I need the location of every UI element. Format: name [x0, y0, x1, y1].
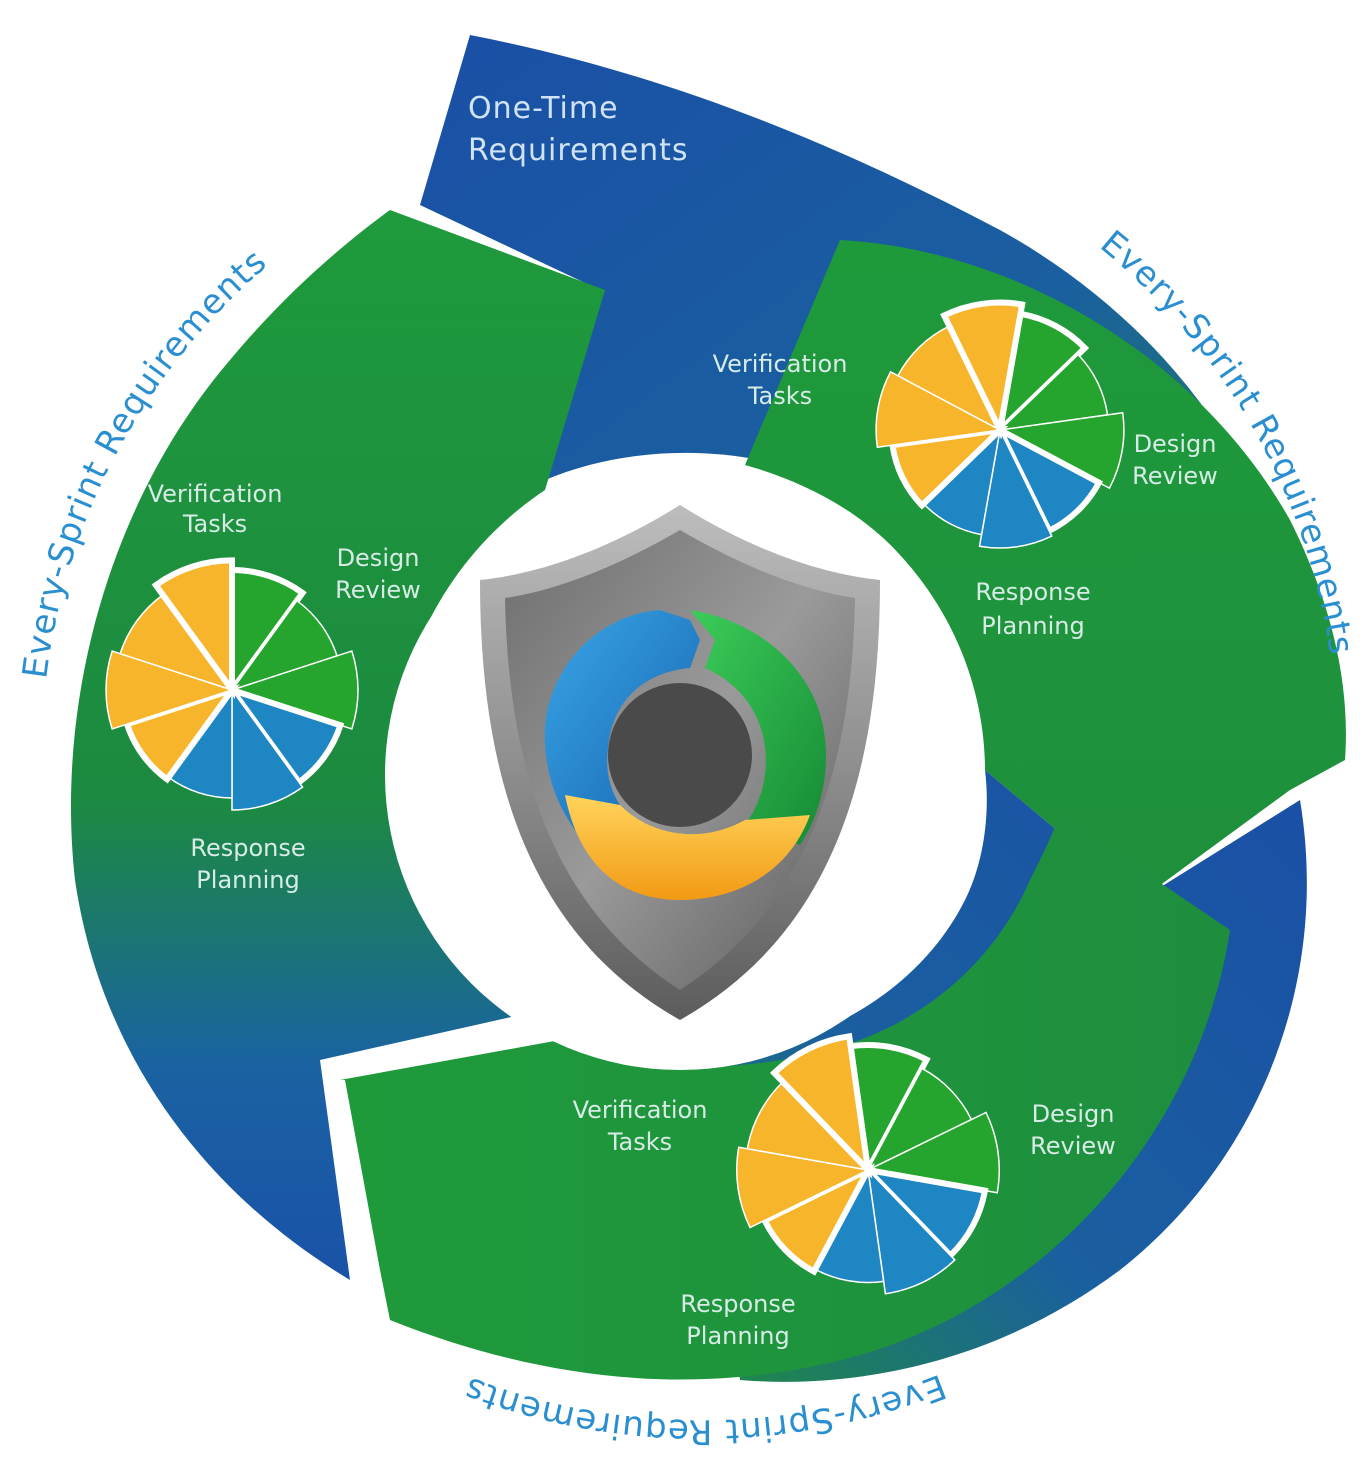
left-response-label-line1: Response — [190, 834, 305, 862]
pie-wedge — [875, 370, 1003, 449]
left-design-label-line1: Design — [337, 544, 420, 572]
right-verification-label-line2: Tasks — [747, 382, 812, 410]
bottom-response-label-line1: Response — [680, 1290, 795, 1318]
bottom-verification-label-line2: Tasks — [607, 1128, 672, 1156]
pie-wedge — [105, 650, 235, 730]
left-verification-label-line1: Verification — [148, 480, 283, 508]
pie-wedge — [224, 684, 345, 787]
left-verification-label-line2: Tasks — [182, 510, 247, 538]
pie-wedge — [865, 1111, 1000, 1194]
pie-wedge — [997, 411, 1125, 490]
pie-wedge — [940, 299, 1026, 440]
right-response-label-line1: Response — [975, 578, 1090, 606]
right-design-label-line1: Design — [1134, 430, 1217, 458]
bottom-verification-label-line1: Verification — [573, 1096, 708, 1124]
bottom-response-label-line2: Planning — [686, 1322, 789, 1350]
right-verification-label-line1: Verification — [713, 350, 848, 378]
pie-wedge — [978, 427, 1053, 549]
pie-wedge — [151, 557, 235, 700]
right-design-label-line2: Review — [1132, 462, 1218, 490]
bottom-activity-pie — [736, 1032, 1000, 1295]
left-response-label-line2: Planning — [196, 866, 299, 894]
pie-wedge — [859, 1165, 989, 1260]
pie-wedge — [760, 1163, 875, 1276]
left-activity-pie — [105, 557, 359, 811]
left-every-sprint-segment — [70, 210, 606, 1280]
right-response-label-line2: Planning — [981, 612, 1084, 640]
pie-wedge — [866, 1067, 973, 1172]
pie-wedge — [769, 1032, 873, 1179]
one-time-title-line2: Requirements — [468, 133, 689, 168]
right-activity-pie — [875, 299, 1125, 549]
pie-wedge — [231, 687, 304, 811]
bottom-design-label-line2: Review — [1030, 1132, 1116, 1160]
pie-wedge — [229, 650, 359, 730]
one-time-title-line1: One-Time — [468, 91, 619, 126]
bottom-design-label-line1: Design — [1032, 1100, 1115, 1128]
shield-refresh-icon — [385, 480, 975, 1070]
pie-wedge — [736, 1146, 871, 1229]
pie-wedge — [866, 1167, 956, 1295]
left-design-label-line2: Review — [335, 576, 421, 604]
